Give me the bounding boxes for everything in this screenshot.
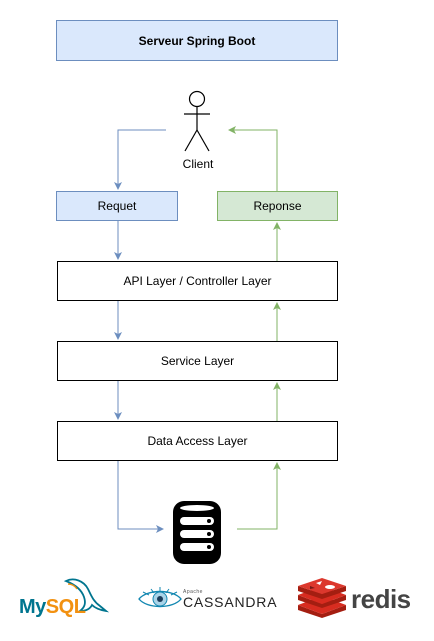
response-box: Reponse	[217, 191, 338, 221]
mysql-logo-text: MySQL	[19, 596, 86, 619]
client-label: Client	[182, 157, 214, 171]
stick-figure-icon	[184, 90, 210, 152]
service-layer-box: Service Layer	[57, 341, 338, 381]
cassandra-logo-text: CASSANDRA	[183, 594, 278, 610]
mysql-my: My	[19, 596, 46, 618]
request-box: Requet	[56, 191, 178, 221]
mysql-sql: SQL	[45, 596, 86, 618]
database-icon	[173, 501, 221, 564]
redis-cube-icon	[298, 578, 346, 618]
arrow-database-to-dal	[237, 462, 281, 530]
arrow-client-to-request	[114, 129, 166, 190]
cassandra-apache-text: Apache	[183, 589, 203, 595]
api-layer-box: API Layer / Controller Layer	[57, 261, 338, 301]
data-access-layer-box: Data Access Layer	[57, 421, 338, 461]
arrow-response-to-client	[228, 126, 278, 191]
mysql-dolphin-icon	[63, 578, 110, 613]
diagram-title: Serveur Spring Boot	[56, 20, 338, 61]
cassandra-eye-icon	[138, 587, 182, 608]
arrow-dal-to-database	[117, 461, 164, 533]
redis-logo-text: redis	[351, 584, 411, 614]
